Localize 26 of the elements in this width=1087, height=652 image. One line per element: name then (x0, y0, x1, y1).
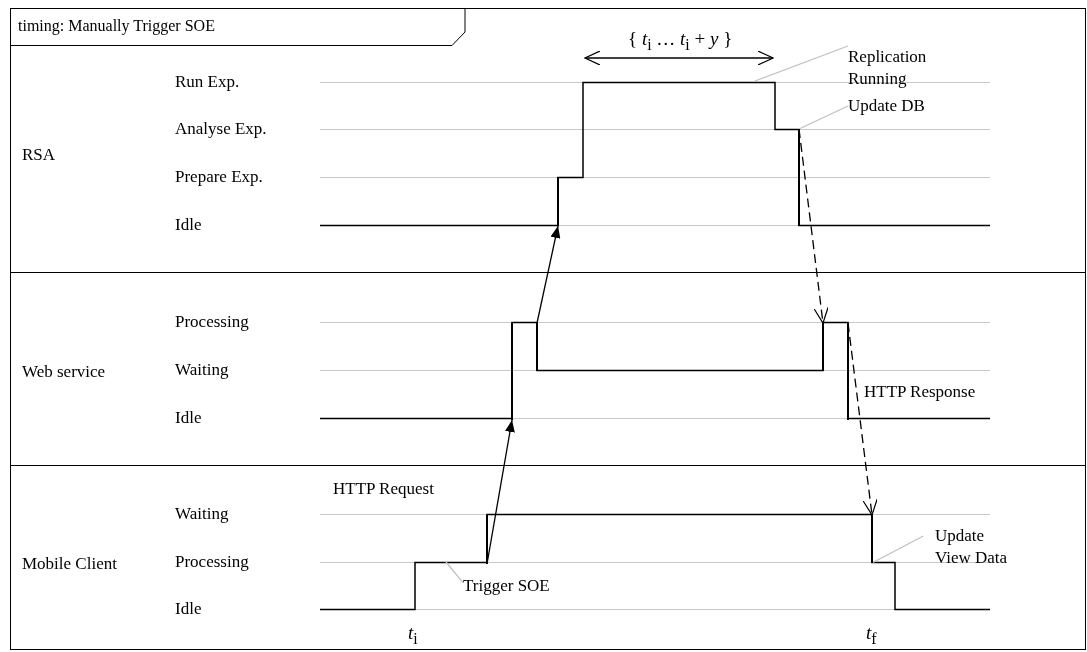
state-label: Waiting (175, 359, 229, 381)
state-label: Idle (175, 214, 202, 236)
annotation-text: Trigger SOE (463, 575, 550, 597)
lane-label: Web service (22, 361, 106, 383)
state-label: Analyse Exp. (175, 118, 267, 140)
annotation-text: Update DB (848, 95, 925, 117)
time-marker: t$_{i}$ (408, 622, 418, 649)
annotation-text: Update View Data (935, 525, 1013, 569)
lane-label: Mobile Client (22, 553, 117, 575)
lane-label: RSA (22, 144, 56, 166)
state-label: Idle (175, 598, 202, 620)
state-label: Prepare Exp. (175, 166, 263, 188)
annotation-text: Replication Running (848, 46, 943, 90)
state-label: Processing (175, 311, 249, 333)
state-label: Run Exp. (175, 71, 240, 93)
dimension-label: { t$_{i}$ … t$_{i}$ + y } (628, 28, 733, 55)
leader-line (445, 561, 464, 584)
time-marker: t$_{f}$ (866, 622, 877, 649)
leader-line (754, 45, 849, 82)
arrow (536, 225, 561, 324)
state-label: Waiting (175, 503, 229, 525)
state-label: Idle (175, 407, 202, 429)
leader-line (871, 535, 924, 564)
title-text: timing: Manually Trigger SOE (18, 16, 215, 37)
leader-line (798, 105, 849, 130)
state-label: Processing (175, 551, 249, 573)
